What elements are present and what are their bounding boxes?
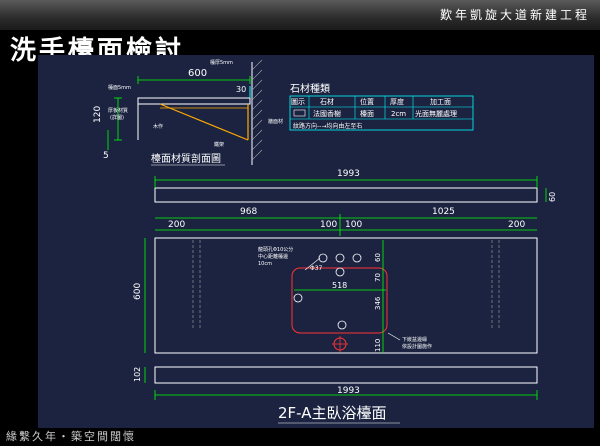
note-faucet3: 10cm bbox=[258, 261, 272, 267]
faucet-hole-right bbox=[352, 253, 362, 263]
footer-slogan: 緣繫久年・築空間闊懷 bbox=[6, 430, 136, 443]
dim-offset-a: 100 bbox=[320, 220, 337, 230]
dim-sink-top: 60 bbox=[374, 253, 382, 262]
stone-cell-1: 法國香榭 bbox=[313, 109, 341, 118]
faucet-hole-left bbox=[318, 253, 328, 263]
section-note-bottom: 木作 bbox=[153, 123, 163, 130]
note-faucet2: 中心距離檯邊 bbox=[258, 253, 288, 260]
note-diameter: Φ37 bbox=[310, 265, 323, 272]
stone-cell-2: 檯面 bbox=[360, 109, 374, 118]
stone-table-title: 石材種類 bbox=[290, 82, 330, 95]
dim-right-segment: 1025 bbox=[432, 207, 455, 217]
section-width-dim: 600 bbox=[188, 68, 207, 79]
plan-title: 2F-A主臥浴檯面 bbox=[278, 404, 387, 422]
dim-left-segment: 968 bbox=[240, 207, 257, 217]
stone-swatch bbox=[293, 109, 306, 117]
stone-header-1: 石材 bbox=[320, 97, 334, 106]
stone-cell-3: 2cm bbox=[391, 110, 406, 118]
main-counter bbox=[154, 237, 538, 354]
top-strip bbox=[154, 187, 538, 203]
section-note-left1: 檯面5mm bbox=[108, 84, 131, 91]
dim-left-margin: 200 bbox=[168, 220, 185, 230]
faucet-hole-center bbox=[335, 253, 345, 263]
dim-top-total: 1993 bbox=[337, 169, 360, 179]
dim-sink-width: 518 bbox=[332, 281, 347, 290]
dim-right-margin: 200 bbox=[508, 220, 525, 230]
stone-header-0: 圖示 bbox=[291, 98, 305, 106]
dim-depth-top: 60 bbox=[548, 192, 557, 202]
sink-hole-left bbox=[293, 293, 303, 303]
dim-offset-b: 100 bbox=[345, 220, 362, 230]
stone-header-3: 厚度 bbox=[390, 97, 404, 106]
section-top-dim: 30 bbox=[236, 85, 246, 94]
cad-panel bbox=[38, 55, 594, 428]
dim-sink-depth: 346 bbox=[374, 296, 382, 310]
stone-cell-4: 光面無麗處理 bbox=[415, 109, 457, 118]
section-note-right: 牆面材 bbox=[268, 118, 283, 125]
note-drain2: 依設計圖施作 bbox=[402, 343, 432, 350]
section-side-dim: 5 bbox=[103, 151, 109, 161]
dim-sink-bottom: 110 bbox=[374, 339, 382, 352]
section-detail: 600 120 5 30 檯厚5mm 檯面5mm 厚板材質 (詳圖) 牆面材 木… bbox=[93, 59, 283, 166]
top-bar: 歎年凱旋大道新建工程 bbox=[0, 0, 600, 30]
dim-depth-bottom: 102 bbox=[133, 367, 142, 382]
sink-hole-bottom bbox=[337, 320, 347, 330]
bottom-strip bbox=[154, 366, 538, 384]
section-note-left3: (詳圖) bbox=[110, 114, 124, 121]
plan-view: 1993 60 968 1025 200 200 100 100 600 bbox=[133, 169, 557, 424]
dim-bottom-total: 1993 bbox=[337, 386, 360, 396]
section-note-top: 檯厚5mm bbox=[210, 59, 233, 66]
section-note-left2: 厚板材質 bbox=[108, 107, 128, 114]
project-name: 歎年凱旋大道新建工程 bbox=[439, 8, 590, 22]
overflow-hole bbox=[335, 267, 345, 277]
stone-note: 紋路方向--→均向由左至右 bbox=[293, 122, 362, 130]
section-note-bracket: 鐵架 bbox=[214, 141, 224, 148]
stone-header-2: 位置 bbox=[360, 97, 374, 106]
note-drain: 下嵌盆邊緣 bbox=[402, 336, 427, 343]
stone-table: 石材種類 圖示 石材 位置 厚度 加工面 法國香榭 檯面 2cm 光面無麗處理 … bbox=[289, 82, 474, 131]
stone-header-4: 加工面 bbox=[430, 97, 451, 106]
section-height-dim: 120 bbox=[93, 106, 103, 123]
dim-depth-main: 600 bbox=[133, 283, 143, 300]
note-faucet: 龍頭孔Φ10公分 bbox=[258, 246, 293, 253]
dim-sink-mid: 70 bbox=[374, 273, 382, 282]
section-caption: 檯面材質剖面圖 bbox=[151, 152, 221, 165]
